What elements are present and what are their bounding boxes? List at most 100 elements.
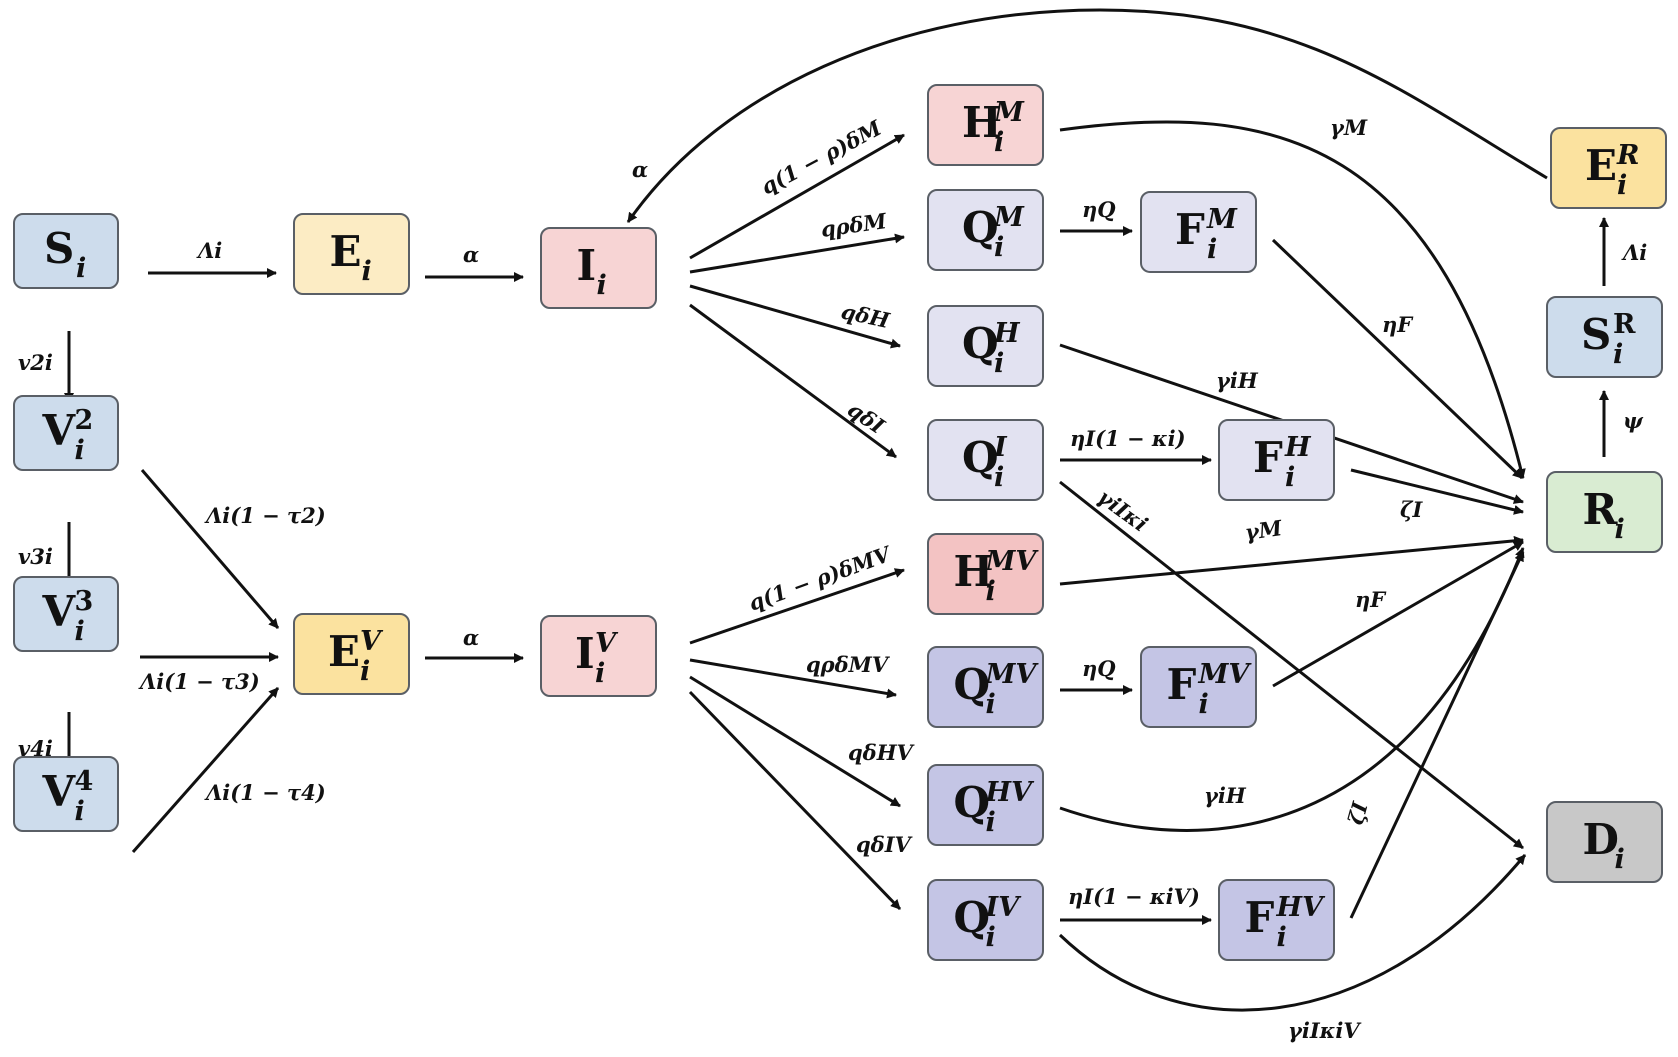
edge-fm-r-arrow [1271,238,1524,480]
node-i-subscript: i [597,270,607,301]
edge-i-qh-arrow [689,284,901,349]
edge-v4-ev-arrow [131,687,280,853]
edge-v3-ev-label: Λi(1 − τ3) [138,669,260,694]
node-fhv-box [1218,879,1335,961]
node-fmv-symbol: F [1167,660,1197,709]
edge-i-qh-label: qδH [839,298,893,333]
edge-er-i-arrow [626,8,1548,223]
node-r: Ri [1546,471,1663,553]
node-v4-symbol: V [42,767,77,816]
edge-v4-ev-label: Λi(1 − τ4) [204,780,326,805]
node-fmv-box [1140,646,1257,728]
node-er-superscript: R [1616,140,1639,171]
node-v3-box [13,576,119,652]
node-i-symbol: I [577,241,597,290]
edge-qmv-fmv-label: ηQ [1082,656,1116,681]
node-hm-superscript: M [993,97,1025,128]
node-qhv-box [927,764,1044,846]
node-qiv-box [927,879,1044,961]
node-s-subscript: i [76,253,86,284]
node-qm-symbol: Q [962,203,999,252]
edge-iv-hmv-arrow [689,568,905,645]
node-hmv-superscript: MV [985,546,1040,577]
edge-fm-r-label: ηF [1382,312,1414,337]
edge-qm-fm-label: ηQ [1082,197,1116,222]
edge-qi-fh-label: ηI(1 − κi) [1070,426,1186,451]
node-qiv-superscript: IV [985,892,1023,923]
edge-s-e-label: Λi [196,238,222,263]
edge-fh-r-arrow [1350,468,1524,515]
node-qhv-symbol: Q [954,778,991,827]
node-v2-subscript: i [75,435,85,466]
node-r-subscript: i [1615,514,1625,545]
node-qm: QiM [927,189,1044,271]
node-ev-symbol: E [328,627,360,676]
node-r-symbol: R [1583,485,1619,534]
edge-qhv-r-label: γiH [1204,783,1247,808]
node-fhv-superscript: HV [1276,892,1327,923]
node-qmv-box [927,646,1044,728]
node-v4-box [13,756,119,832]
node-sr-subscript: i [1613,339,1623,370]
edge-fmv-r-label: ηF [1355,587,1387,612]
node-iv-symbol: I [575,629,595,678]
edge-qi-d-arrow [1059,480,1524,850]
node-v2-box [13,395,119,471]
edge-iv-qhv-arrow [689,675,901,808]
edge-i-hm-arrow [689,133,905,260]
node-iv-subscript: i [595,658,605,689]
node-v3-superscript: 3 [75,586,94,617]
node-qm-box [927,189,1044,271]
edge-fh-r-label: ζI [1400,497,1423,522]
node-qh-symbol: Q [962,319,999,368]
node-hmv-box [927,533,1044,615]
node-fmv-subscript: i [1199,689,1209,720]
node-qm-subscript: i [994,232,1004,263]
edge-qiv-fhv-label: ηI(1 − κiV) [1068,884,1200,909]
edge-iv-qmv-label: qρδMV [806,652,891,677]
edge-fhv-r-label: ζI [1343,798,1373,827]
node-er-box [1550,127,1667,209]
edge-ev-iv-label: α [463,625,479,650]
node-hm: HiM [927,84,1044,166]
node-fhv-symbol: F [1245,893,1275,942]
edge-iv-qmv-arrow [689,658,897,699]
node-s-symbol: S [44,224,74,273]
node-hm-subscript: i [994,127,1004,158]
node-v4-subscript: i [75,796,85,827]
node-qmv-subscript: i [986,689,996,720]
node-qi: QiI [927,419,1044,501]
edge-qi-d-label: γiIκi [1093,484,1153,537]
node-i-box [540,227,657,309]
node-qi-subscript: i [994,462,1004,493]
edge-hm-r-arrow [1059,120,1526,479]
node-r-box [1546,471,1663,553]
edge-iv-hmv-label: q(1 − ρ)δMV [745,540,896,615]
edge-fhv-r-arrow [1349,551,1525,919]
edge-iv-qiv-arrow [688,690,902,911]
edge-i-qi-label: qδI [843,396,890,439]
node-qhv-subscript: i [986,807,996,838]
node-iv-box [540,615,657,697]
node-e-symbol: E [330,227,362,276]
edge-hmv-r-arrow [1059,535,1524,586]
node-fm-box [1140,191,1257,273]
node-d: Di [1546,801,1663,883]
node-hmv-symbol: H [954,547,994,596]
node-fmv-superscript: MV [1198,659,1253,690]
node-d-box [1546,801,1663,883]
node-fm-symbol: F [1175,205,1205,254]
